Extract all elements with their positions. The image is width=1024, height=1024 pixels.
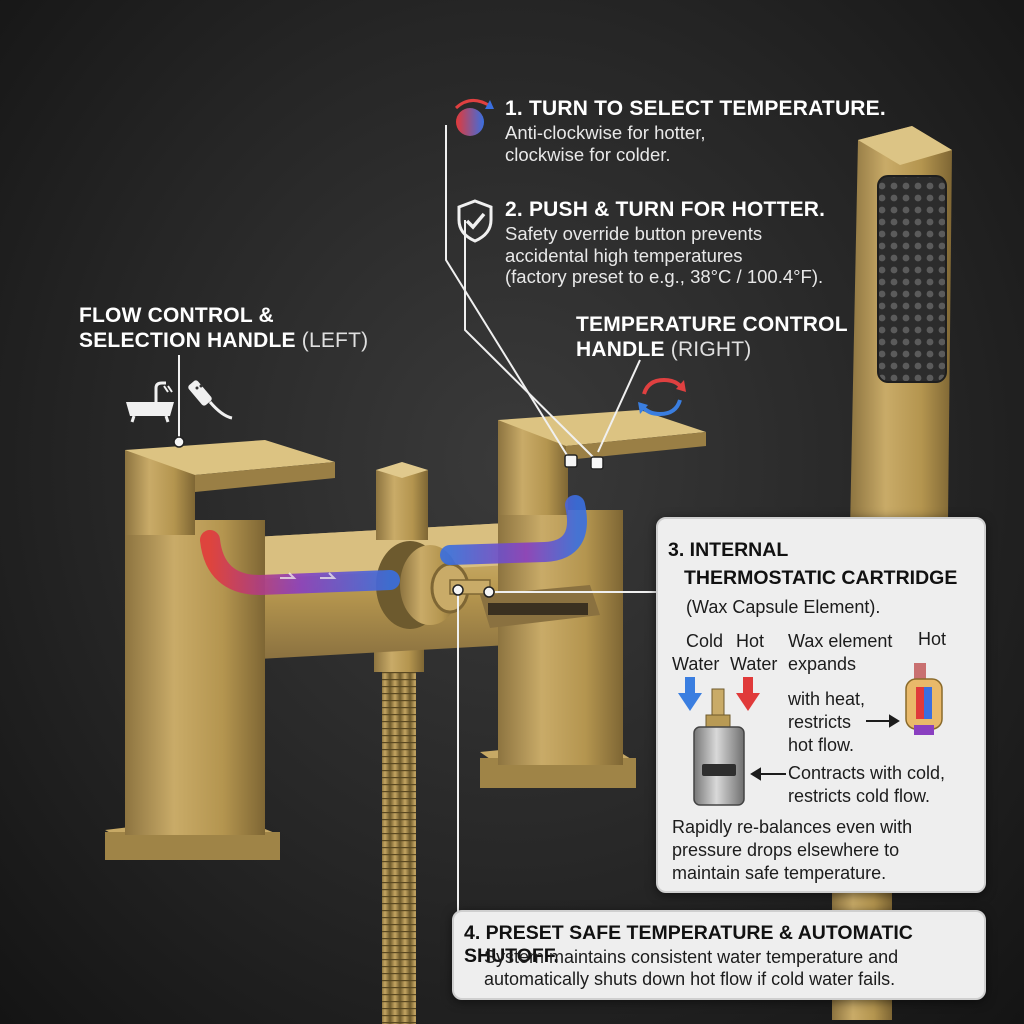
step2-title: 2. PUSH & TURN FOR HOTTER.: [505, 198, 826, 221]
diverter-knob: [376, 462, 428, 540]
hot-label-2: Water: [730, 654, 778, 674]
temperature-dial-icon: [446, 94, 496, 144]
cold-2: restricts cold flow.: [788, 786, 931, 806]
step2-block: 2. PUSH & TURN FOR HOTTER. Safety overri…: [505, 198, 825, 288]
cartridge-diagram: [678, 663, 943, 806]
water-flow-pipes: [200, 495, 587, 660]
flow-label-line2: SELECTION HANDLE: [79, 328, 296, 352]
hot-water-arrow-icon: [736, 677, 760, 711]
step3-card: 3. INTERNAL THERMOSTATIC CARTRIDGE (Wax …: [656, 517, 986, 893]
hot-label-1: Hot: [736, 631, 765, 651]
temperature-control-label: TEMPERATURE CONTROL HANDLE (RIGHT): [576, 313, 848, 363]
flow-control-label: FLOW CONTROL & SELECTION HANDLE (LEFT): [79, 304, 368, 354]
flow-label-suffix: (LEFT): [301, 328, 369, 352]
pointer-arrows: [750, 714, 900, 781]
step1-block: 1. TURN TO SELECT TEMPERATURE. Anti-cloc…: [505, 97, 886, 165]
callout-lines: [178, 125, 658, 912]
step4-line2: automatically shuts down hot flow if col…: [484, 969, 896, 989]
heat-2: restricts: [788, 712, 851, 732]
step2-line2: accidental high temperatures: [505, 244, 743, 266]
rotate-arrows-icon: [634, 374, 690, 420]
cold-label-1: Cold: [686, 631, 724, 651]
bathtub-icon: [122, 380, 178, 424]
summary-3: maintain safe temperature.: [672, 863, 887, 883]
cold-label-2: Water: [672, 654, 720, 674]
summary-1: Rapidly re-balances even with: [672, 817, 913, 837]
step4-card: 4. PRESET SAFE TEMPERATURE & AUTOMATIC S…: [452, 910, 986, 1000]
shield-check-icon: [455, 198, 495, 244]
step3-title2: THERMOSTATIC CARTRIDGE: [684, 567, 958, 589]
cold-1: Contracts with cold,: [788, 763, 946, 783]
waterfall-spout: [480, 585, 600, 628]
wax-2: expands: [788, 654, 857, 674]
step3-subtitle: (Wax Capsule Element).: [686, 597, 881, 617]
hand-shower-icon: [188, 376, 238, 426]
summary-2: pressure drops elsewhere to: [672, 840, 900, 860]
step3-title1: 3. INTERNAL: [668, 539, 789, 561]
wax-capsule-icon: [905, 663, 943, 735]
step2-line3: (factory preset to e.g., 38°C / 100.4°F)…: [505, 266, 824, 288]
cartridge-icon: [693, 688, 745, 806]
thermostatic-ring: [376, 541, 491, 629]
temp-label-suffix: (RIGHT): [670, 337, 752, 361]
step1-title: 1. TURN TO SELECT TEMPERATURE.: [505, 97, 886, 120]
flow-label-line1: FLOW CONTROL &: [79, 304, 274, 327]
hot-tag: Hot: [918, 629, 947, 649]
heat-3: hot flow.: [788, 735, 855, 755]
step2-line1: Safety override button prevents: [505, 222, 763, 244]
temp-label-line2: HANDLE: [576, 337, 665, 361]
step1-line1: Anti-clockwise for hotter,: [505, 121, 706, 143]
wax-1: Wax element: [788, 631, 893, 651]
step4-title: 4. PRESET SAFE TEMPERATURE & AUTOMATIC S…: [464, 922, 913, 967]
callout-dots: [173, 436, 604, 598]
step1-line2: clockwise for colder.: [505, 143, 671, 165]
step4-line1: System maintains consistent water temper…: [484, 947, 899, 967]
cold-water-arrow-icon: [678, 677, 702, 711]
shower-hose: [374, 630, 424, 1024]
heat-1: with heat,: [788, 689, 866, 709]
temp-label-line1: TEMPERATURE CONTROL: [576, 313, 848, 336]
